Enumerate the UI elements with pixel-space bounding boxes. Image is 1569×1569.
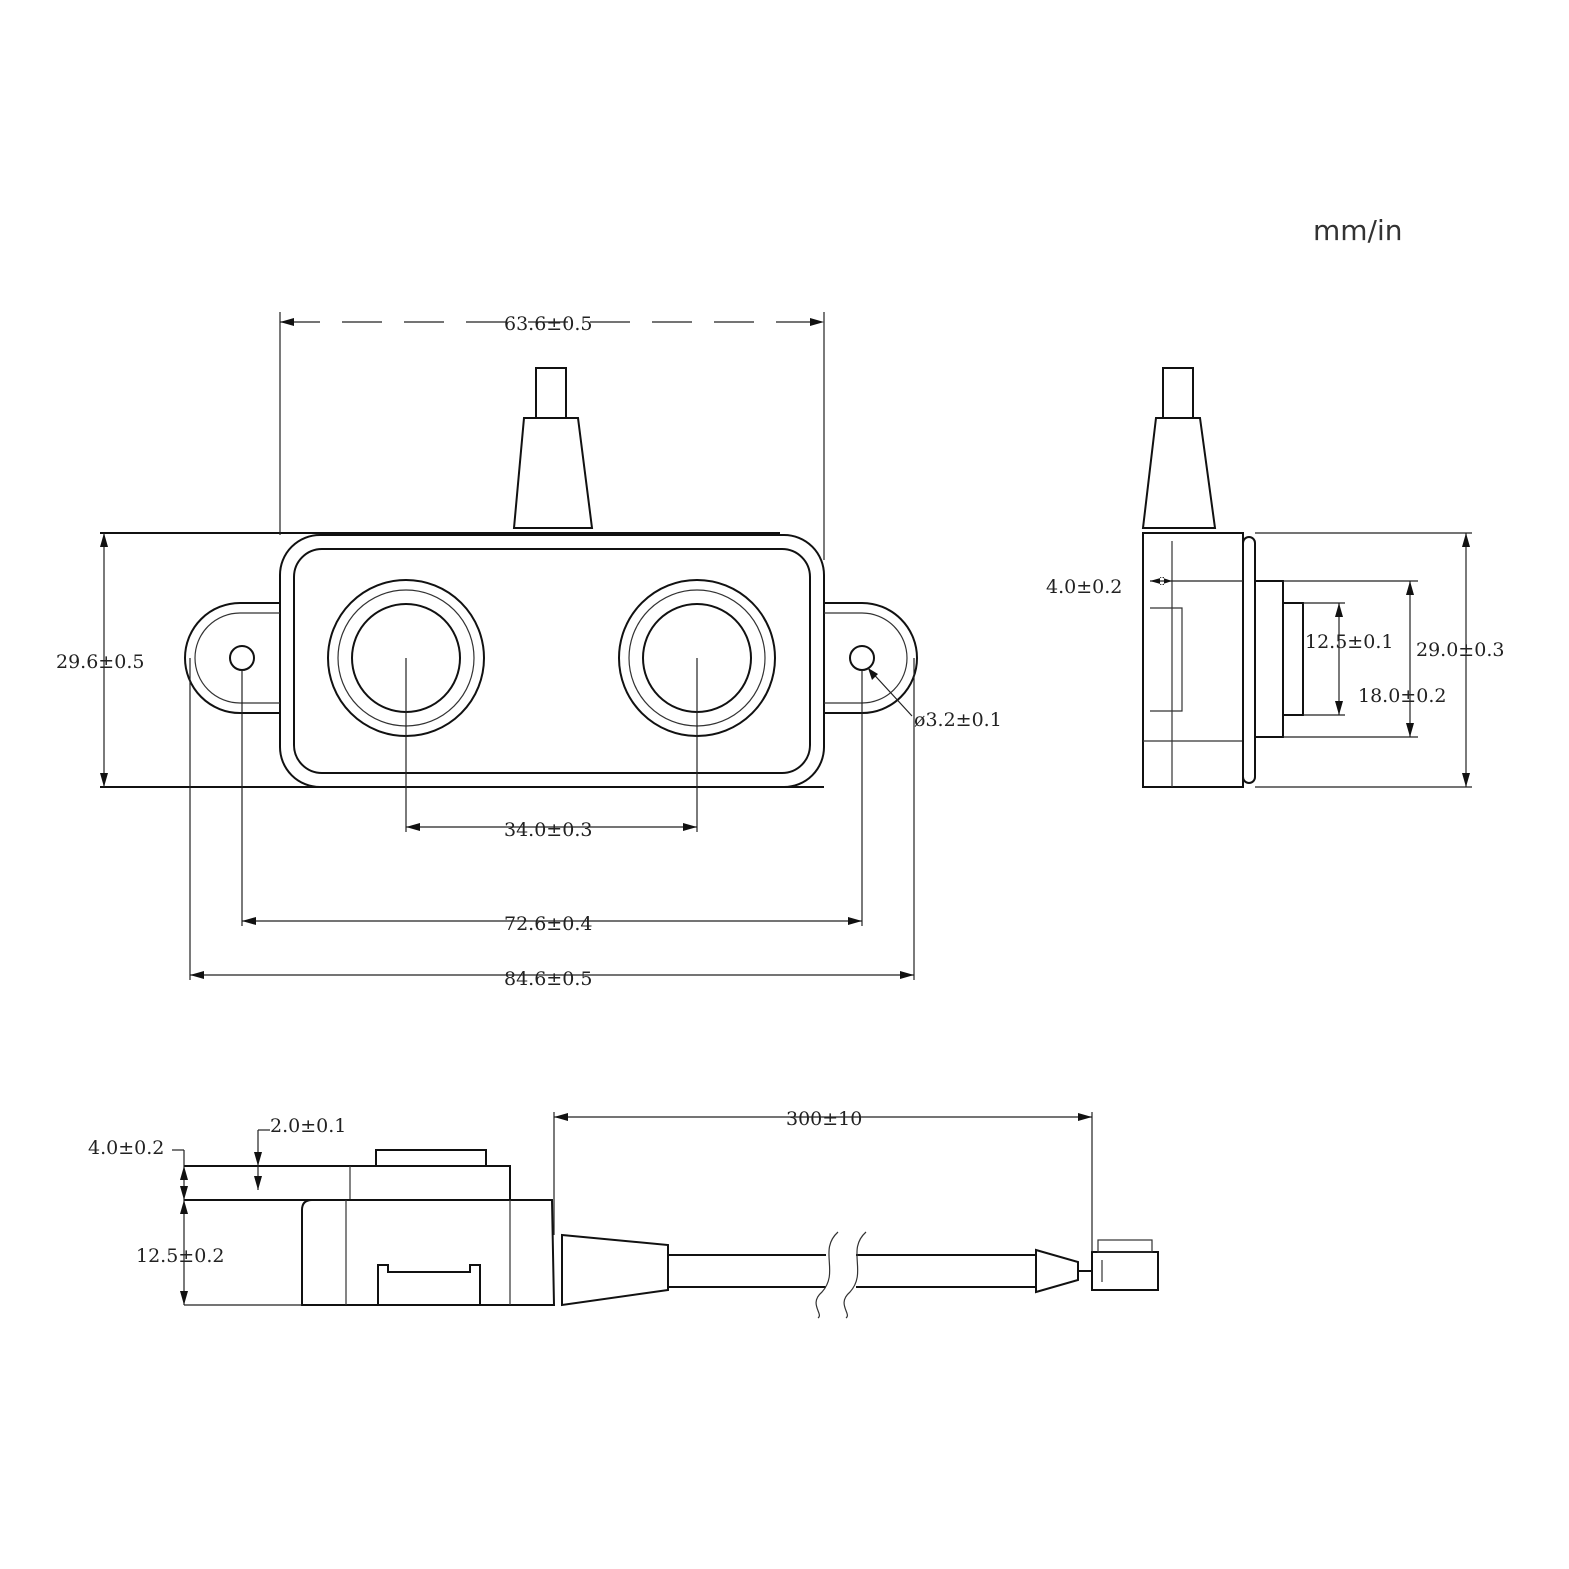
units-label: mm/in bbox=[1313, 214, 1403, 247]
side-transducer-face bbox=[1282, 602, 1304, 716]
front-left-ear-inner bbox=[194, 612, 280, 704]
dim-bottom-top-depth: 4.0±0.2 bbox=[88, 1137, 164, 1159]
dim-side-height: 29.0±0.3 bbox=[1416, 639, 1504, 661]
front-left-mount-hole bbox=[229, 645, 255, 671]
bottom-strain-relief bbox=[561, 1233, 669, 1307]
front-body-outer bbox=[279, 534, 825, 788]
bottom-body bbox=[301, 1199, 556, 1306]
side-strain-relief bbox=[1141, 417, 1217, 529]
dim-front-width: 63.6±0.5 bbox=[504, 313, 592, 335]
front-view bbox=[100, 367, 918, 788]
side-clip bbox=[1150, 607, 1183, 712]
bottom-lid bbox=[375, 1149, 487, 1167]
dim-overall-width: 84.6±0.5 bbox=[504, 968, 592, 990]
front-left-ear bbox=[184, 602, 280, 714]
dim-side-inner-height: 12.5±0.1 bbox=[1305, 631, 1393, 653]
front-right-ear bbox=[824, 602, 918, 714]
connector-latch bbox=[1097, 1239, 1153, 1253]
dim-bottom-body-height: 12.5±0.2 bbox=[136, 1245, 224, 1267]
bottom-upper bbox=[184, 1165, 511, 1201]
bottom-view bbox=[184, 1149, 1159, 1319]
front-right-mount-hole bbox=[849, 645, 875, 671]
side-body bbox=[1142, 532, 1244, 788]
break-mark-right bbox=[843, 1231, 867, 1319]
side-cable bbox=[1162, 367, 1194, 419]
side-dimensions: 4.0±0.2 12.5±0.1 18.0±0.2 29.0±0.3 bbox=[1046, 532, 1504, 788]
dim-cable-length: 300±10 bbox=[786, 1108, 862, 1130]
dim-mount-hole-spacing: 72.6±0.4 bbox=[504, 913, 592, 935]
dim-side-flange-depth: 4.0±0.2 bbox=[1046, 576, 1122, 598]
side-transducer-housing bbox=[1254, 580, 1284, 738]
dim-front-height: 29.6±0.5 bbox=[56, 651, 144, 673]
dim-hole-diameter: ø3.2±0.1 bbox=[914, 709, 1002, 731]
connector-boot bbox=[1035, 1248, 1079, 1294]
front-body-inner bbox=[293, 548, 811, 774]
front-cable bbox=[535, 367, 567, 419]
dim-side-transducer-diameter: 18.0±0.2 bbox=[1358, 685, 1446, 707]
front-dimensions: 63.6±0.5 29.6±0.5 ø3.2±0.1 34.0±0.3 72.6… bbox=[56, 312, 1002, 990]
break-mark-left bbox=[815, 1231, 839, 1319]
dim-transducer-spacing: 34.0±0.3 bbox=[504, 819, 592, 841]
dim-bottom-lid-thickness: 2.0±0.1 bbox=[270, 1115, 346, 1137]
side-view bbox=[1141, 367, 1304, 788]
front-right-ear-inner bbox=[824, 612, 908, 704]
bottom-dimensions: 2.0±0.1 4.0±0.2 12.5±0.2 300±10 bbox=[88, 1108, 1093, 1306]
side-flange bbox=[1242, 536, 1256, 784]
bottom-slot bbox=[377, 1264, 481, 1305]
front-strain-relief bbox=[512, 417, 594, 529]
